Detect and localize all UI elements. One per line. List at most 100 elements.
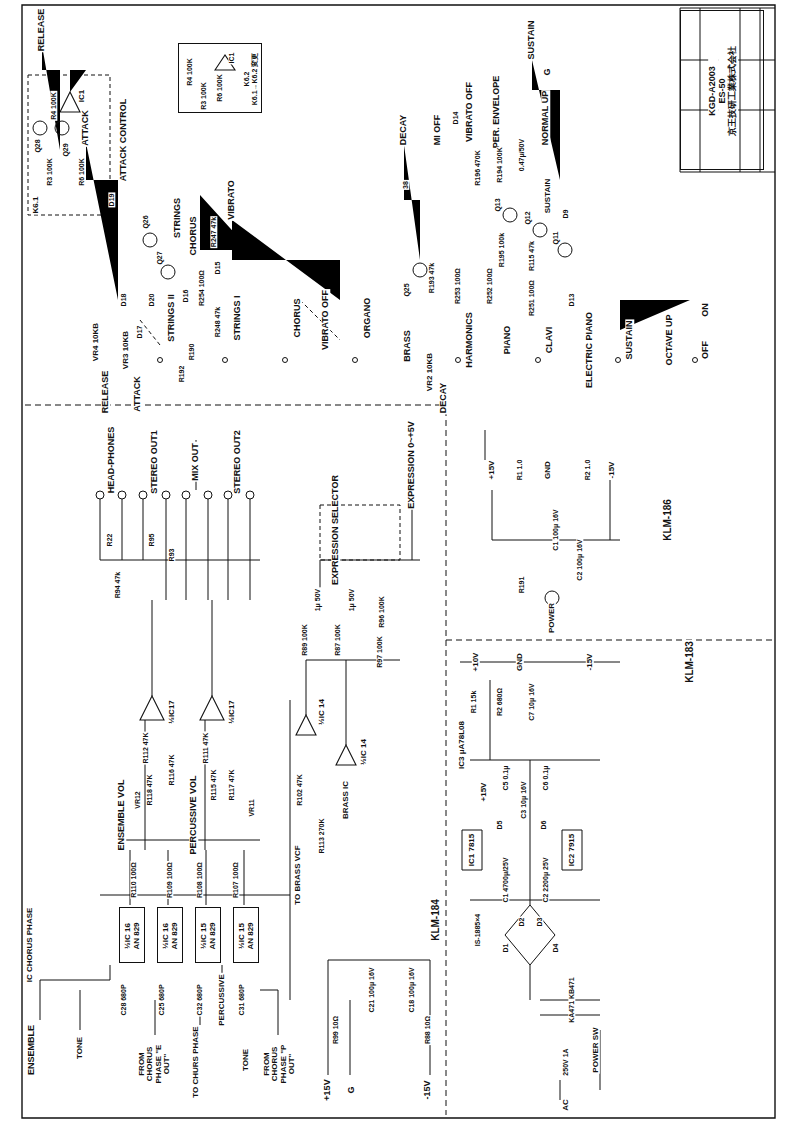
node-text: AN 829	[171, 921, 180, 950]
transistor-symbol	[161, 265, 175, 279]
schematic-label: D15	[214, 261, 221, 276]
schematic-label: IC1	[228, 52, 235, 65]
node-heading: ½IC 16	[124, 921, 133, 950]
schematic-label: ENSEMBLE VOL	[117, 778, 126, 851]
schematic-label: R88 10Ω	[424, 1015, 431, 1045]
schematic-label: R252 100Ω	[486, 267, 493, 305]
node-text-group: ½IC 16AN 829	[124, 921, 142, 950]
schematic-label: R94 47k	[114, 571, 121, 599]
page-frame	[22, 5, 775, 1118]
schematic-label: Q12	[524, 210, 531, 225]
jack-terminal	[246, 491, 254, 499]
schematic-label: C1 100μ 16V	[552, 508, 559, 551]
schematic-label: KLM-186	[663, 498, 674, 542]
schematic-label: R117 47K	[228, 768, 235, 801]
schematic-label: R87 100K	[334, 623, 341, 657]
schematic-label: OCTAVE UP	[665, 313, 674, 366]
schematic-label: D6	[540, 820, 547, 831]
jack-terminal	[96, 491, 104, 499]
schematic-label: VIBRATO OFF	[321, 289, 330, 351]
schematic-label: R95	[148, 533, 155, 548]
schematic-label: IC CHORUS PHASE	[26, 907, 34, 984]
schematic-label: D1	[502, 943, 509, 954]
schematic-label: Q27	[156, 250, 163, 265]
schematic-label: RELEASE	[37, 8, 46, 53]
schematic-label: -15V	[586, 653, 594, 672]
node-text: AN 829	[133, 921, 142, 950]
schematic-label: STEREO OUT1	[150, 429, 159, 495]
schematic-label: TONE	[76, 1036, 84, 1060]
node-text-group: ½IC 15AN 829	[200, 921, 218, 950]
schematic-label: R193 47k	[428, 262, 435, 294]
schematic-label: ½IC17	[168, 699, 176, 725]
schematic-label: R89 100K	[301, 623, 308, 657]
schematic-label: POWER SW	[592, 1026, 600, 1073]
schematic-label: R196 470K	[474, 149, 481, 186]
schematic-label: 1μ 50V	[314, 588, 321, 613]
switch-contact	[353, 358, 358, 363]
schematic-label: R107 100Ω	[232, 861, 239, 899]
node-text: 京王技研工業株式会社	[728, 45, 738, 137]
schematic-label: G	[543, 67, 552, 76]
schematic-label: VR3 10KB	[122, 330, 130, 370]
transistor-symbol	[558, 243, 572, 257]
ic-box: ½IC 15AN 829	[195, 907, 221, 963]
schematic-label: Q29	[62, 142, 69, 157]
schematic-label: R3 100K	[200, 81, 207, 111]
control-wires	[30, 45, 720, 360]
schematic-label: D20	[148, 293, 155, 308]
power-wires	[460, 430, 620, 1100]
schematic-label: STEREO OUT2	[233, 429, 242, 495]
schematic-label: D17	[136, 325, 143, 340]
schematic-label: TO CHURS PHASE	[192, 1025, 200, 1098]
jack-terminal	[162, 491, 170, 499]
schematic-label: EXPRESSION 0~+5V	[407, 420, 416, 510]
schematic-label: R248 47k	[214, 306, 221, 338]
ic-box: ½IC 15AN 829	[233, 907, 259, 963]
schematic-label: IC1	[78, 89, 86, 103]
schematic-label: R93	[168, 548, 175, 563]
node-text: AN 829	[209, 921, 218, 950]
schematic-label: 0.47μ/50V	[518, 138, 525, 172]
schematic-label: C25 680P	[158, 983, 165, 1016]
schematic-label: R1 15k	[470, 690, 477, 715]
schematic-label: Q11	[552, 231, 559, 246]
schematic-label: ½IC 14	[360, 738, 368, 766]
schematic-label: C1 4700μ/25V	[502, 856, 509, 903]
schematic-label: ATTACK	[81, 109, 90, 147]
schematic-label: -15V	[423, 1079, 432, 1100]
schematic-label: ½IC17	[228, 699, 236, 725]
schematic-label: +15V	[480, 782, 488, 803]
schematic-label: C2 100μ 16V	[576, 538, 583, 581]
schematic-label: C18 100μ 16V	[408, 966, 415, 1013]
schematic-label: IC3 μA78L08	[458, 720, 466, 770]
schematic-label: Q26	[142, 214, 149, 229]
schematic-label: ELECTRIC PIANO	[585, 311, 594, 389]
ic-box: ½IC 16AN 829	[119, 907, 145, 963]
schematic-label: C2 2200μ 25V	[542, 856, 549, 903]
schematic-label: VR2 10KB	[426, 352, 434, 392]
schematic-label: IC2 7915	[568, 833, 576, 867]
schematic-label: D9	[562, 209, 569, 220]
title-block-grid	[680, 8, 775, 172]
schematic-label: IS-1885×4	[474, 913, 481, 948]
schematic-label: R1 1.0	[516, 459, 523, 482]
schematic-label: R111 47K	[202, 732, 209, 765]
schematic-label: VR4 10KB	[92, 322, 100, 362]
transistor-symbol	[533, 223, 547, 237]
schematic-label: R190	[188, 343, 195, 362]
schematic-label: ORGANO	[363, 297, 372, 340]
schematic-label: R6 100K	[216, 73, 223, 103]
schematic-label: C21 100μ 16V	[368, 966, 375, 1013]
switch-contact	[223, 358, 228, 363]
schematic-label: D18	[120, 293, 127, 308]
schematic-label: R254 100Ω	[198, 269, 205, 307]
schematic-label: R3 100K	[46, 157, 53, 187]
schematic-label: KLM-184	[431, 898, 442, 942]
schematic-label: R247 47k	[210, 216, 217, 248]
schematic-label: SUSTAIN	[544, 178, 552, 215]
schematic-label: Q28	[34, 138, 41, 153]
schematic-label: -15V	[608, 461, 616, 480]
schematic-label: R22	[106, 533, 113, 548]
schematic-label: ATTACK	[133, 375, 142, 413]
